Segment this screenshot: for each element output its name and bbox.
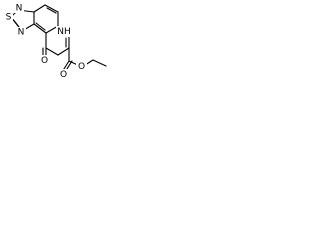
- atom-label-o-ketone: O: [41, 56, 48, 66]
- atom-label-o-ester: O: [78, 62, 85, 72]
- atom-o-ester-carbonyl: O: [58, 69, 69, 80]
- atom-n-left: N: [16, 27, 26, 38]
- atom-nh: NH: [56, 26, 72, 37]
- atom-label-layer: S N N NH O O O: [4, 3, 87, 80]
- atom-o-ester: O: [76, 61, 87, 72]
- bond: [33, 4, 46, 13]
- atom-label-n-top: N: [16, 4, 23, 14]
- bond: [33, 23, 47, 34]
- atom-label-o-ester-carbonyl: O: [60, 70, 67, 80]
- atom-label-n-left: N: [18, 28, 25, 38]
- bond: [57, 47, 70, 56]
- bond: [46, 7, 57, 14]
- bond: [92, 59, 107, 67]
- atom-n-top: N: [14, 3, 24, 14]
- atom-label-s: S: [6, 13, 12, 23]
- bond: [35, 22, 46, 31]
- atom-o-ketone: O: [39, 55, 50, 66]
- bond: [44, 4, 59, 13]
- chemical-structure: S N N NH O O O: [4, 3, 107, 80]
- atom-label-nh: NH: [57, 27, 71, 37]
- bond: [45, 47, 59, 56]
- atom-s: S: [4, 12, 13, 23]
- bond-layer: [10, 4, 107, 73]
